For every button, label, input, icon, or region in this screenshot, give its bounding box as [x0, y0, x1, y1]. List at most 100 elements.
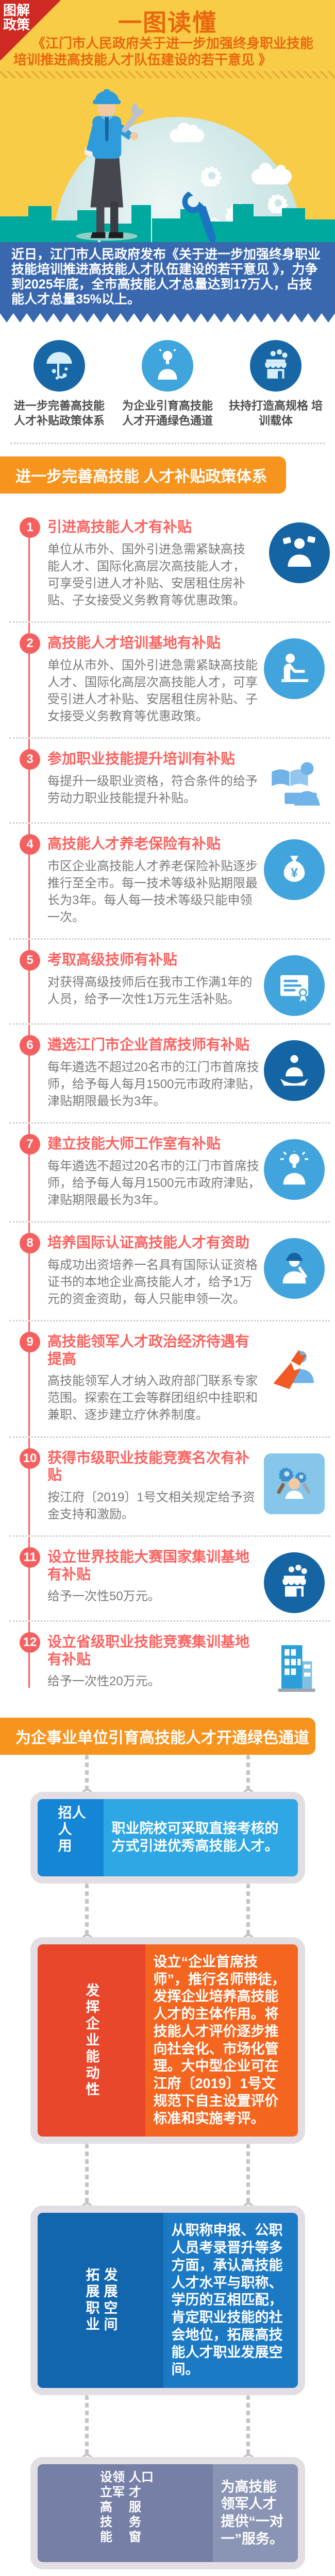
hanging-sign-service-window: 设立高技能领军 人才服务窗口 为高技能领军人才提供“一对一”服务。	[30, 2457, 305, 2570]
header: 图解 政策 一图读懂 《江门市人民政府关于进一步加强终身职业技能 培训推进高技能…	[0, 0, 335, 78]
item-body: 给予一次性50万元。	[47, 1589, 160, 1604]
hanging-sign-career-space: 拓展职业 发展空间 从职称申报、公职人员考录晋升等多方面，承认高技能人才水平与职…	[30, 2206, 305, 2396]
item-number-badge: 6	[20, 1035, 40, 1056]
item-number-badge: 2	[20, 633, 40, 654]
item-number-badge: 10	[20, 1448, 40, 1469]
umbrella-coins-icon	[34, 340, 85, 392]
pillar-caption: 扶持打造高规格 培训载体	[228, 399, 323, 427]
policy-ribbon-label: 图解 政策	[3, 3, 30, 32]
svg-text:¥: ¥	[291, 867, 298, 880]
person-in-hands-icon	[264, 1040, 325, 1101]
item-number-badge: 1	[20, 517, 40, 538]
item-number-badge: 8	[20, 1233, 40, 1254]
item-body: 高技能领军人才纳入政府部门联系专家范围。探索在工会等群团组织中挂职和兼职、逐步建…	[47, 1374, 258, 1422]
sign-label-col2: 发展空间	[102, 2267, 118, 2334]
sign-label: 招人用人	[56, 1805, 86, 1855]
sign-chains	[85, 1754, 250, 1792]
money-bag-icon: ¥	[264, 839, 325, 901]
item-body: 按江府〔2019〕1号文相关规定给予资金支持和激励。	[47, 1490, 255, 1521]
wrench-icon	[182, 192, 216, 242]
zigzag-divider	[0, 313, 335, 323]
sign-body: 职业院校可采取直接考核的方式引进优秀高技能人才。	[111, 1821, 279, 1854]
pillar-subsidy: 进一步完善高技能 人才补贴政策体系	[8, 340, 111, 428]
sign-label-col1: 拓展职业	[83, 2267, 99, 2334]
person-presenting-icon	[269, 522, 330, 584]
page-subtitle-line1: 《江门市人民政府关于进一步加强终身职业技能	[32, 36, 314, 51]
sign-body: 从职称申报、公职人员考录晋升等多方面，承认高技能人才水平与职称、学历的互相匹配，…	[171, 2223, 283, 2378]
list-item: 9 高技能领军人才政治经济待遇有提高 高技能领军人才纳入政府部门联系专家范围。探…	[9, 1320, 330, 1436]
item-body: 每年遴选不超过20名市的江门市首席技师，给予每人每月1500元市政府津贴，津贴期…	[47, 1159, 261, 1208]
list-item: 5 考取高级技师有补贴 对获得高级技师后在我市工作满1年的人员，给予一次性1万元…	[9, 938, 330, 1023]
hanging-sign-recruitment: 招人用人 职业院校可采取直接考核的方式引进优秀高技能人才。	[30, 1791, 305, 1884]
item-title: 考取高级技师有补贴	[47, 952, 178, 968]
sign-body: 设立“企业首席技师”，推行名师带徒，发挥企业培养高技能人才的主体作用。将技能人才…	[153, 1954, 286, 2126]
list-item: 6 遴选江门市企业首席技师有补贴 每年遴选不超过20名市的江门市首席技师，给予每…	[9, 1023, 330, 1122]
item-number-badge: 7	[20, 1134, 40, 1155]
hanging-sign-enterprise: 发挥企业能动性 设立“企业首席技师”，推行名师带徒，发挥企业培养高技能人才的主体…	[30, 1937, 305, 2144]
item-title: 参加职业技能提升培训有补贴	[47, 751, 236, 767]
item-body: 对获得高级技师后在我市工作满1年的人员，给予一次性1万元生活补贴。	[47, 975, 253, 1006]
item-title: 引进高技能人才有补贴	[47, 519, 192, 535]
city-silhouette	[0, 204, 335, 242]
ribbon-line1: 图解	[3, 3, 30, 18]
certificate-icon	[264, 955, 325, 1016]
item-title: 高技能人才养老保险有补贴	[47, 836, 221, 852]
list-item: 1 引进高技能人才有补贴 单位从市外、国外引进急需紧缺高技能人才、国际化高层次高…	[0, 507, 335, 621]
cloud-icon	[252, 163, 292, 184]
person-tools-gears-icon	[264, 1453, 325, 1514]
idea-head-person-icon	[264, 1139, 325, 1200]
list-item: 2 高技能人才培训基地有补贴 单位从市外、国外引进急需紧缺高技能人才、国际化高层…	[9, 621, 330, 737]
pillar-training-carrier: 扶持打造高规格 培训载体	[224, 340, 327, 428]
pillar-caption: 进一步完善高技能 人才补贴政策体系	[13, 399, 105, 427]
item-title: 设立世界技能大赛国家集训基地有补贴	[47, 1548, 250, 1582]
list-item: 4 高技能人才养老保险有补贴 市区企业高技能人才养老保险补贴逐步推行至全市。每一…	[9, 822, 330, 938]
item-body: 单位从市外、国外引进急需紧缺高技能人才、国际化高层次高技能人才，可享受引进人才补…	[47, 542, 245, 608]
item-body: 每年遴选不超过20名市的江门市首席技师，给予每人每月1500元市政府津贴，津贴期…	[47, 1060, 261, 1109]
item-number-badge: 11	[20, 1547, 40, 1568]
list-item: 3 参加职业技能提升培训有补贴 每提升一级职业资格，符合条件的给予劳动力职业技能…	[9, 737, 330, 822]
item-title: 高技能领军人才政治经济待遇有提高	[47, 1333, 250, 1367]
sign-chains	[85, 2395, 250, 2458]
item-number-badge: 12	[20, 1632, 40, 1653]
item-title: 高技能人才培训基地有补贴	[47, 635, 221, 651]
policy-ribbon	[0, 0, 61, 61]
item-number-badge: 9	[20, 1332, 40, 1353]
ribbon-line2: 政策	[3, 17, 30, 33]
item-number-badge: 4	[20, 834, 40, 855]
section-header-subsidy: 进一步完善高技能 人才补贴政策体系	[0, 456, 286, 494]
store-coins-icon	[264, 1552, 325, 1613]
person-book-icon	[264, 754, 325, 815]
sign-label-col2: 人才服务窗口	[126, 2470, 153, 2546]
page-subtitle-line2: 培训推进高技能人才队伍建设的若干意见 》	[13, 52, 272, 67]
item-title: 建立技能大师工作室有补贴	[47, 1136, 221, 1152]
item-number-badge: 3	[20, 749, 40, 770]
section-header-green-channel: 为企事业单位引育高技能人才开通绿色通道	[0, 1717, 315, 1755]
item-body: 市区企业高技能人才养老保险补贴逐步推行至全市。每一技术等级补贴期限最长为3年。每…	[47, 859, 258, 925]
hatch-divider	[0, 71, 335, 78]
store-coins-icon	[250, 340, 301, 392]
list-item: 12 设立省级职业技能竞赛集训基地有补贴 给予一次性20万元。	[9, 1620, 330, 1705]
idea-person-icon	[142, 340, 193, 392]
item-number-badge: 5	[20, 950, 40, 971]
building-icon	[264, 1637, 325, 1698]
person-desk-icon	[264, 638, 325, 700]
item-title: 遴选江门市企业首席技师有补贴	[47, 1037, 250, 1053]
pillar-overview: 进一步完善高技能 人才补贴政策体系 为企业引育高技能 人才开通绿色通道 扶持打造…	[0, 323, 335, 432]
list-item: 7 建立技能大师工作室有补贴 每年遴选不超过20名市的江门市首席技师，给予每人每…	[9, 1122, 330, 1221]
sign-chains	[85, 2144, 250, 2206]
sign-label: 发挥企业能动性	[83, 1982, 99, 2098]
sign-body: 为高技能领军人才提供“一对一”服务。	[221, 2479, 284, 2547]
list-item: 11 设立世界技能大赛国家集训基地有补贴 给予一次性50万元。	[9, 1535, 330, 1620]
item-body: 每成功出资培养一名具有国际认证资格证书的本地企业高技能人才，给予1万元的资金资助…	[47, 1258, 258, 1306]
list-item: 10 获得市级职业技能竞赛名次有补贴 按江府〔2019〕1号文相关规定给予资金支…	[9, 1436, 330, 1535]
hero-illustration	[0, 78, 335, 242]
item-title: 设立省级职业技能竞赛集训基地有补贴	[47, 1633, 250, 1667]
item-title: 获得市级职业技能竞赛名次有补贴	[47, 1449, 250, 1483]
engineer-illustration	[76, 89, 144, 241]
gear-icon	[201, 165, 223, 187]
pillar-green-channel: 为企业引育高技能 人才开通绿色通道	[116, 340, 219, 428]
item-body: 给予一次性20万元。	[47, 1674, 160, 1689]
subsidy-list: 1 引进高技能人才有补贴 单位从市外、国外引进急需紧缺高技能人才、国际化高层次高…	[0, 494, 335, 1705]
page-title: 一图读懂	[118, 9, 217, 36]
